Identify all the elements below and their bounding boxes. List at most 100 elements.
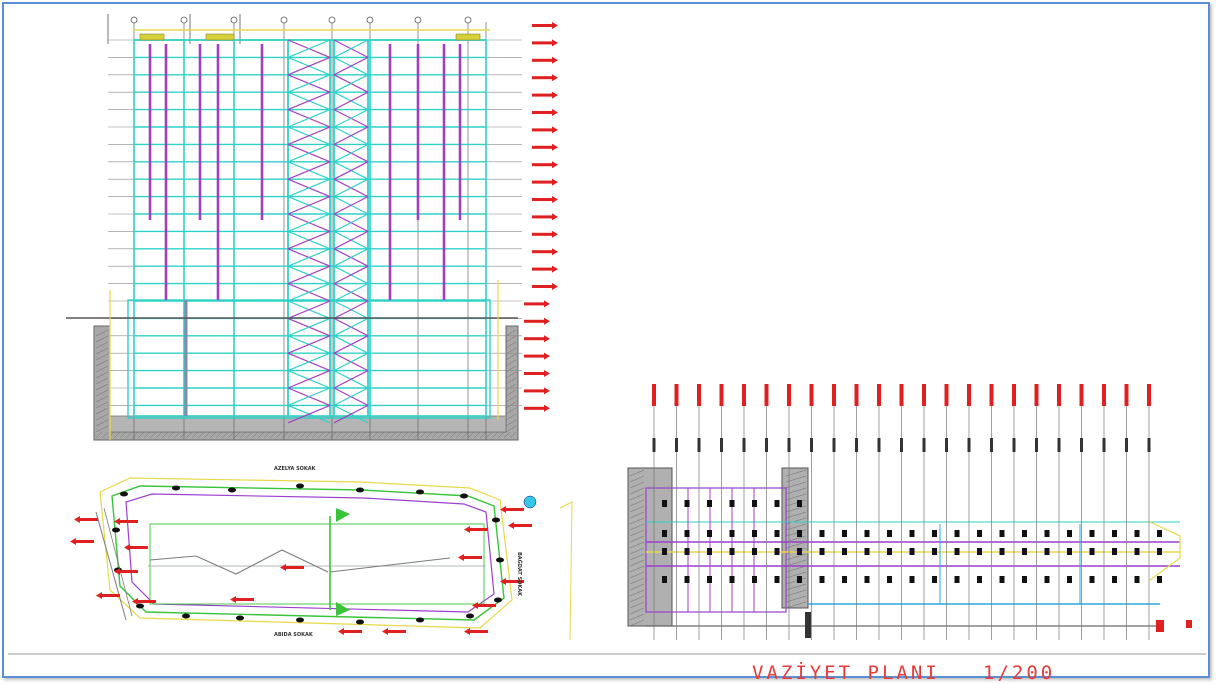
stair-section <box>627 384 1192 640</box>
label-mark <box>954 530 960 537</box>
hatch-line <box>629 619 645 627</box>
hatch-line <box>269 431 277 439</box>
hatch-line <box>167 431 175 439</box>
label-mark <box>752 530 757 537</box>
level-tag <box>1079 384 1084 406</box>
stair-flight-line <box>287 178 331 198</box>
stair-flight-line <box>287 404 331 424</box>
level-marker-arrow <box>552 283 558 290</box>
site-tag-arrow <box>70 538 76 545</box>
label-mark <box>1134 530 1140 537</box>
site-tag <box>76 540 94 543</box>
tree-symbol <box>228 487 236 493</box>
label-mark <box>887 530 892 537</box>
hatch-line <box>263 431 271 439</box>
label-mark <box>1134 548 1140 555</box>
site-tag-arrow <box>280 564 286 571</box>
hatch-line <box>95 341 109 349</box>
level-tag <box>742 384 746 406</box>
site-tag-arrow <box>458 554 464 561</box>
hatch-line <box>305 431 313 439</box>
columns <box>148 40 462 416</box>
hatch-line <box>629 607 645 615</box>
grid-axis-bubble <box>464 16 472 24</box>
label-mark <box>1089 530 1095 537</box>
hatch-line <box>505 365 517 373</box>
axis-label-mark <box>787 438 791 452</box>
hatch-line <box>413 431 421 439</box>
stair-flight-line <box>287 335 331 354</box>
label-mark <box>729 530 735 537</box>
level-marker-arrow <box>552 91 558 99</box>
level-marker <box>532 232 552 236</box>
label-mark <box>819 576 825 583</box>
label-mark <box>932 548 937 555</box>
label-mark <box>774 576 780 583</box>
hatch-line <box>113 431 121 439</box>
level-tag <box>1012 384 1016 406</box>
hatch-line <box>505 341 517 349</box>
label-mark <box>909 576 915 583</box>
hatch-line <box>335 431 343 439</box>
hatch-line <box>215 431 223 439</box>
stair-flight-line <box>333 248 369 267</box>
hatch-line <box>155 431 163 439</box>
hatch-line <box>371 431 379 439</box>
stair-flight-line <box>333 109 369 128</box>
site-tag-arrow <box>96 592 102 599</box>
level-tag <box>944 384 949 406</box>
hatch-line <box>221 431 229 439</box>
level-marker <box>532 128 552 132</box>
level-marker <box>532 180 552 184</box>
hatch-line <box>629 481 645 489</box>
hatch-line <box>95 353 109 361</box>
level-tag <box>1186 620 1192 628</box>
section-cells <box>662 488 1162 612</box>
level-marker-arrow <box>552 248 558 256</box>
hatch-line <box>629 511 645 519</box>
hatch-line <box>467 431 475 439</box>
stair-flight-line <box>333 161 369 180</box>
label-mark <box>707 576 712 583</box>
level-marker-arrow <box>552 56 558 64</box>
hatch-line <box>629 595 645 603</box>
hatch-line <box>505 329 517 337</box>
north-arrow-icon <box>523 495 537 509</box>
site-tag-arrow <box>114 518 120 525</box>
axis-label-mark <box>1147 438 1151 452</box>
level-marker <box>532 41 552 45</box>
level-marker-arrow <box>552 230 558 238</box>
level-tag <box>1034 384 1039 406</box>
hatch-line <box>629 613 645 621</box>
level-marker <box>532 111 552 114</box>
level-marker <box>524 302 544 306</box>
level-marker-arrow <box>544 404 550 412</box>
axis-label-mark <box>742 438 746 452</box>
stair-flight-line <box>333 196 369 215</box>
axis-label-mark <box>1080 438 1083 452</box>
hatch-line <box>161 431 169 439</box>
site-trees <box>112 483 504 625</box>
level-marker-arrow <box>552 143 558 151</box>
label-mark <box>999 576 1005 583</box>
hatch-line <box>505 401 517 409</box>
tree-symbol <box>172 485 180 491</box>
stair-flight-line <box>333 335 369 354</box>
stair-flight-line <box>287 143 331 163</box>
label-mark <box>932 530 937 537</box>
site-tag-arrow <box>500 506 506 513</box>
axis-label-mark <box>1125 438 1128 452</box>
label-mark <box>864 530 870 537</box>
site-tag <box>506 508 524 511</box>
level-marker-arrow <box>552 265 558 273</box>
level-tag <box>764 384 769 406</box>
label-mark <box>662 576 667 583</box>
tree-symbol <box>416 617 424 623</box>
label-mark <box>774 500 780 507</box>
hatch-line <box>437 431 445 439</box>
stair-flight-line <box>287 387 331 406</box>
label-mark <box>752 576 757 583</box>
stair-flight-line <box>333 143 369 163</box>
label-mark <box>662 548 667 555</box>
stair-flight-line <box>287 109 331 128</box>
